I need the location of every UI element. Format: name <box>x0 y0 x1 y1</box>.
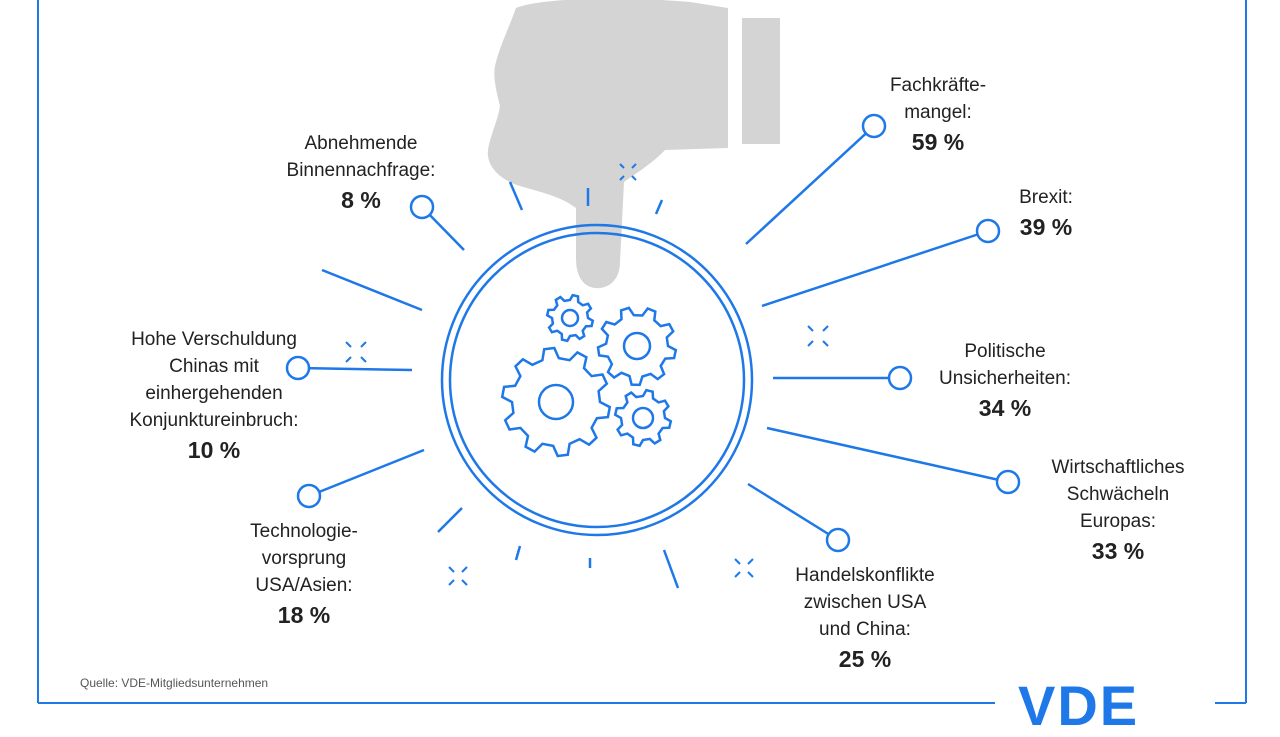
connector-handelskonflikte-line <box>747 482 839 542</box>
connector-technologie-line <box>308 448 425 498</box>
connector-europa-dot <box>995 469 1021 495</box>
gear-hole <box>622 331 652 361</box>
diagram: Fachkräfte- mangel: 59 % Brexit: 39 % Po… <box>37 0 1247 736</box>
label-value: 25 % <box>838 646 892 672</box>
label-value: 10 % <box>187 437 241 463</box>
connector-verschuldung-dot <box>285 355 311 381</box>
label-text: Hohe Verschuldung Chinas mit einhergehen… <box>129 329 299 431</box>
gear-medium-icon <box>596 306 678 387</box>
label-value: 59 % <box>911 129 965 155</box>
label-text: Technologie- vorsprung USA/Asien: <box>250 521 358 596</box>
label-text: Brexit: <box>1019 187 1073 208</box>
gear-small-icon <box>545 293 595 343</box>
center-circle <box>440 223 754 537</box>
label-value: 33 % <box>1091 538 1145 564</box>
gear-outline <box>596 306 678 387</box>
label-value: 34 % <box>978 395 1032 421</box>
connector-fachkraefte-dot <box>861 113 887 139</box>
label-value: 8 % <box>341 187 381 213</box>
label-verschuldung-china: Hohe Verschuldung Chinas mit einhergehen… <box>100 326 328 466</box>
connector-brexit-line <box>761 229 989 308</box>
connector-europa-line <box>766 426 1009 484</box>
connector-binnennachfrage-dot <box>409 194 435 220</box>
label-text: Handelskonflikte zwischen USA und China: <box>795 565 935 640</box>
label-brexit: Brexit: 39 % <box>996 184 1096 243</box>
gear-outline <box>613 388 673 448</box>
sparkles <box>345 163 829 586</box>
label-text: Politische Unsicherheiten: <box>938 341 1072 389</box>
connector-brexit-dot <box>975 218 1001 244</box>
connectors <box>285 113 1021 553</box>
diagram-graphic <box>37 0 1247 704</box>
label-handelskonflikte: Handelskonflikte zwischen USA und China:… <box>770 562 960 675</box>
label-text: Wirtschaftliches Schwächeln Europas: <box>1051 457 1185 532</box>
connector-politische-dot <box>887 365 913 391</box>
connector-technologie-dot <box>296 483 322 509</box>
connector-fachkraefte-line <box>745 125 875 245</box>
gear-hole <box>631 406 655 430</box>
thumbs-down-icon <box>487 0 780 289</box>
rays <box>321 181 680 589</box>
vde-logo: VDE <box>1018 674 1140 737</box>
label-europa: Wirtschaftliches Schwächeln Europas: 33 … <box>1028 454 1208 567</box>
connector-verschuldung-line <box>297 366 413 372</box>
label-value: 39 % <box>1019 214 1073 240</box>
label-politische-unsicherheiten: Politische Unsicherheiten: 34 % <box>910 338 1100 424</box>
label-fachkraefte: Fachkräfte- mangel: 59 % <box>858 72 1018 158</box>
gear-small-icon-2 <box>613 388 673 448</box>
label-value: 18 % <box>277 602 331 628</box>
gear-outline <box>500 346 612 458</box>
gear-large-icon <box>500 346 612 458</box>
frame <box>37 0 1247 704</box>
gear-outline <box>545 293 595 343</box>
label-binnennachfrage: Abnehmende Binnennachfrage: 8 % <box>256 130 466 216</box>
gears-icon <box>500 293 678 458</box>
gear-hole <box>560 308 580 328</box>
label-text: Fachkräfte- mangel: <box>889 75 987 123</box>
source-note: Quelle: VDE-Mitgliedsunternehmen <box>80 676 269 690</box>
label-technologie: Technologie- vorsprung USA/Asien: 18 % <box>222 518 386 631</box>
label-text: Abnehmende Binnennachfrage: <box>286 133 436 181</box>
connector-handelskonflikte-dot <box>825 527 851 553</box>
gear-hole <box>537 383 575 421</box>
